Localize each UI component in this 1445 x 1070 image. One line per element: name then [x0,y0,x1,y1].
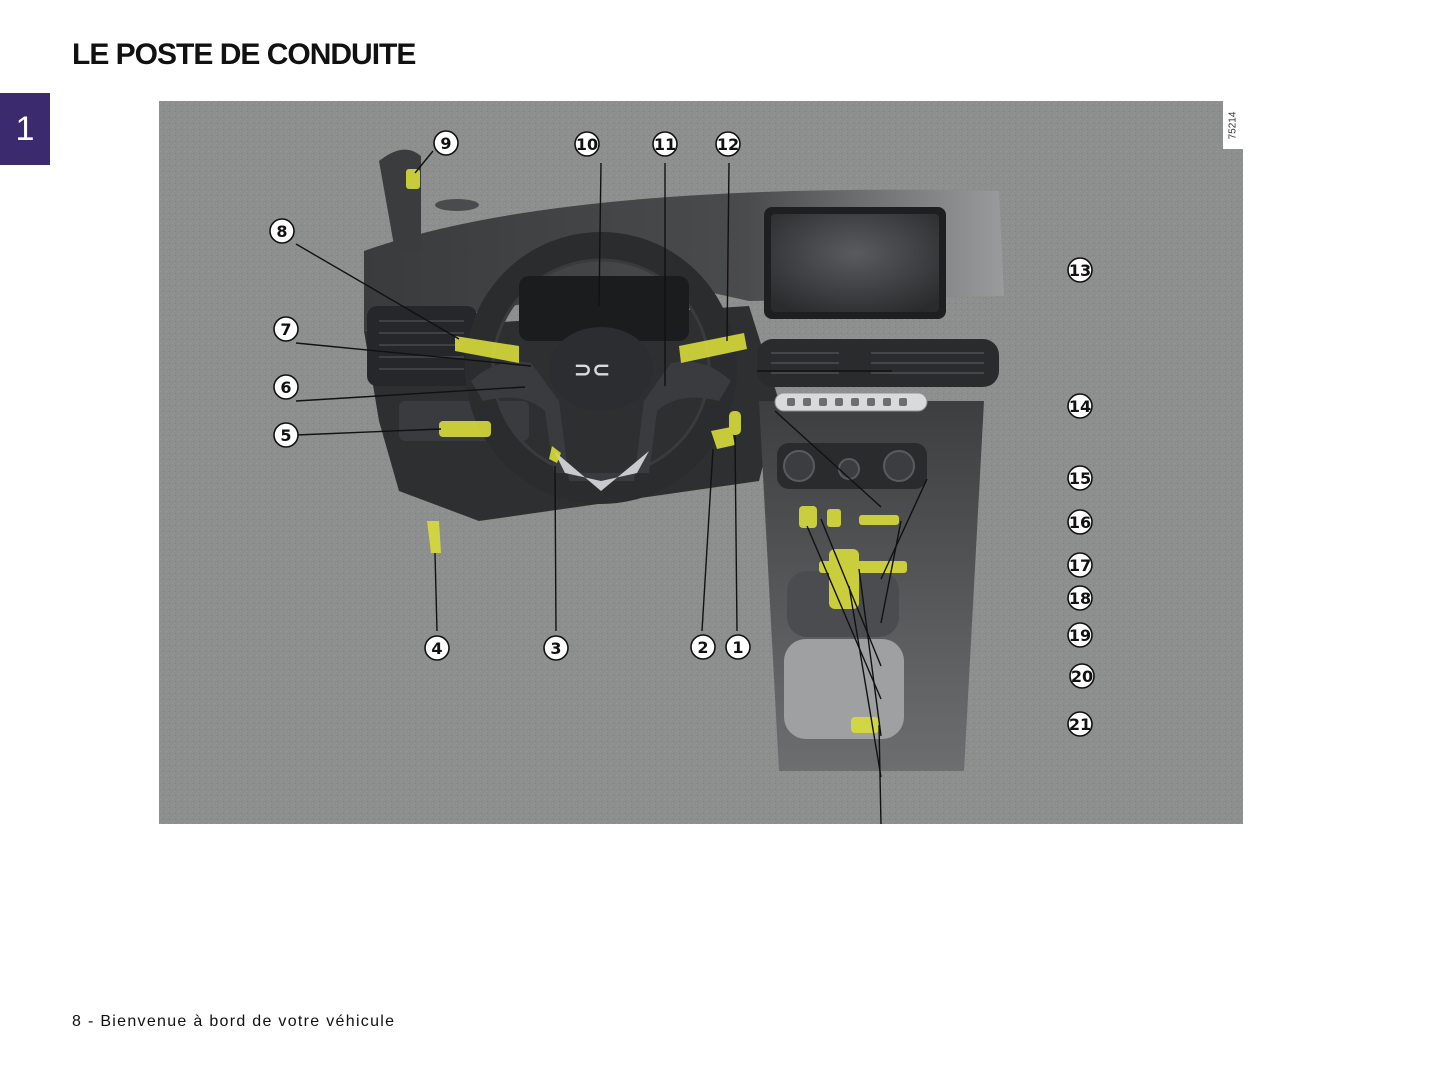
svg-text:21: 21 [1069,715,1091,734]
callout-9: 9 [433,130,459,156]
callout-2: 2 [690,634,716,660]
callout-21: 21 [1067,711,1093,737]
svg-text:13: 13 [1069,261,1091,280]
svg-text:7: 7 [280,320,291,339]
callout-10: 10 [574,131,600,157]
dashboard-illustration: ⊃⊂ [159,101,1243,824]
control-8-stalk [455,336,519,363]
svg-text:8: 8 [276,222,287,241]
control-12-stalk [679,333,747,363]
callout-3: 3 [543,635,569,661]
callout-1: 1 [725,634,751,660]
page-title: LE POSTE DE CONDUITE [72,38,416,71]
control-17-button [799,506,817,528]
svg-text:12: 12 [717,135,739,154]
airbag-hub [549,327,653,411]
control-4-pedal [427,521,441,553]
callout-15: 15 [1067,465,1093,491]
armrest [784,639,904,739]
callout-17: 17 [1067,552,1093,578]
control-18-button [827,509,841,527]
callout-4: 4 [424,635,450,661]
svg-text:2: 2 [697,638,708,657]
callout-16: 16 [1067,509,1093,535]
svg-text:10: 10 [576,135,598,154]
callout-5: 5 [273,422,299,448]
chapter-tab: 1 [0,93,50,165]
chapter-number: 1 [15,109,35,148]
control-16-switches [859,515,899,525]
leader-lines [295,150,928,824]
callout-12: 12 [715,131,741,157]
steering-spokes [471,361,731,481]
instrument-cluster [519,276,689,341]
svg-text:15: 15 [1069,469,1091,488]
control-5-switch [439,421,491,437]
control-9-mirror [406,169,420,189]
svg-text:18: 18 [1069,589,1091,608]
control-2-lever [711,427,735,449]
control-1-ignition [729,411,741,435]
svg-text:14: 14 [1069,397,1091,416]
screen [771,214,939,312]
callout-14: 14 [1067,393,1093,419]
callout-18: 18 [1067,585,1093,611]
svg-text:16: 16 [1069,513,1091,532]
svg-text:11: 11 [654,135,676,154]
svg-text:17: 17 [1069,556,1091,575]
svg-text:19: 19 [1069,626,1091,645]
figure-reference-code: 75214 [1223,101,1243,149]
svg-text:1: 1 [732,638,743,657]
svg-text:3: 3 [550,639,561,658]
control-3-lever [549,446,561,463]
callout-11: 11 [652,131,678,157]
callout-7: 7 [273,316,299,342]
callout-20: 20 [1069,663,1095,689]
svg-text:4: 4 [431,639,442,658]
page-footer: 8 - Bienvenue à bord de votre véhicule [72,1013,396,1030]
svg-text:5: 5 [280,426,291,445]
callout-8: 8 [269,218,295,244]
svg-text:6: 6 [280,378,291,397]
svg-text:20: 20 [1071,667,1093,686]
callout-6: 6 [273,374,299,400]
callout-13: 13 [1067,257,1093,283]
svg-text:9: 9 [440,134,451,153]
callout-19: 19 [1067,622,1093,648]
svg-text:⊃⊂: ⊃⊂ [574,358,611,383]
